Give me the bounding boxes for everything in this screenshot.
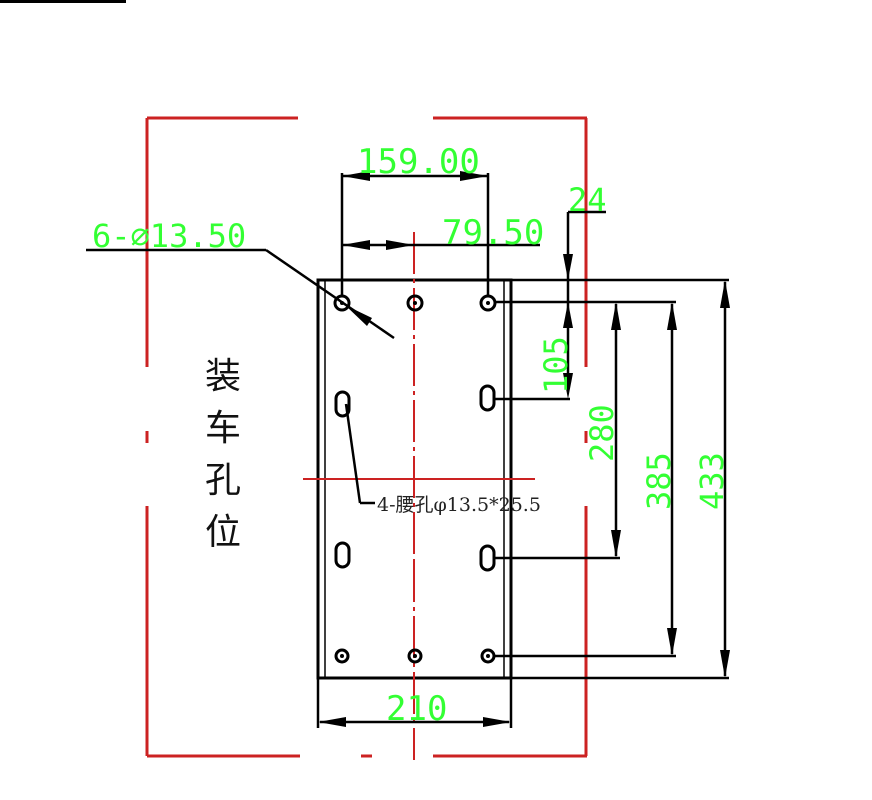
- slot-note: 4-腰孔φ13.5*25.5: [377, 494, 541, 516]
- hole-bottom-left: [334, 648, 350, 664]
- mount-label-char-4: 位: [205, 512, 241, 553]
- dim-offset-right: 24: [568, 181, 607, 219]
- centerlines: [303, 232, 535, 760]
- hole-top-center: [406, 294, 424, 312]
- mounting-frame: [145, 116, 588, 758]
- hole-bottom-right: [480, 648, 496, 664]
- top-bar: [0, 0, 126, 3]
- slot-lower-right: [479, 544, 496, 572]
- dim-half-pitch: 79.50: [442, 213, 544, 253]
- slot-lower-left: [334, 541, 351, 569]
- dim-vertical-280: 280: [583, 404, 621, 462]
- dimension-lines: [86, 173, 729, 728]
- dim-vertical-433: 433: [693, 452, 731, 510]
- mount-label-char-3: 孔: [205, 460, 241, 501]
- round-holes: [333, 294, 497, 664]
- mount-label-char-2: 车: [205, 408, 241, 449]
- slot-holes: [334, 384, 496, 572]
- dim-hole-diameter-note: 6-⌀13.50: [92, 217, 246, 255]
- dim-plate-width: 210: [386, 689, 447, 729]
- slot-upper-right: [479, 384, 496, 412]
- dim-vertical-105: 105: [537, 336, 575, 394]
- hole-bottom-center: [407, 648, 423, 664]
- dim-vertical-385: 385: [640, 452, 678, 510]
- mount-label-char-1: 装: [205, 356, 241, 397]
- dim-hole-pitch: 159.00: [357, 142, 480, 182]
- arrowheads: [318, 171, 730, 727]
- slot-upper-left: [334, 390, 351, 418]
